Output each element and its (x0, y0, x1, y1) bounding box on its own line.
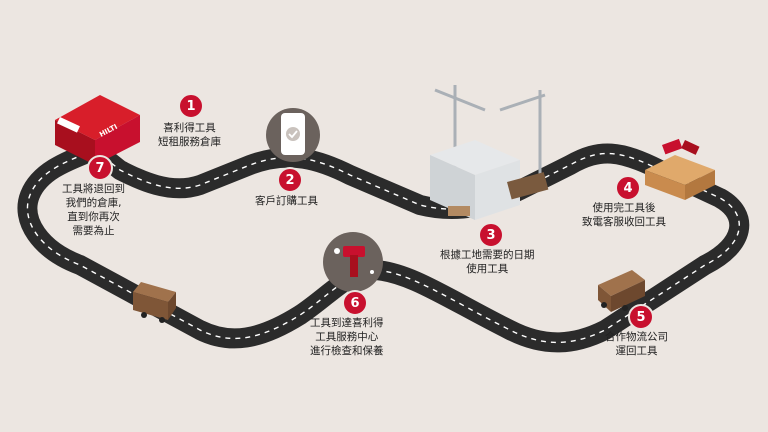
step-4-badge: 4 (615, 175, 641, 201)
step-4-line-2: 致電客服收回工具 (582, 216, 666, 228)
step-6-label: 工具到達喜利得 工具服務中心 進行檢查和保養 (310, 316, 384, 358)
construction-site-icon (430, 85, 549, 220)
road-centerline (26, 149, 740, 344)
step-3-line-2: 使用工具 (466, 263, 509, 275)
step-6-line-2: 工具服務中心 (315, 331, 379, 343)
step-4-label: 使用完工具後 致電客服收回工具 (582, 201, 666, 229)
truck-left-icon (133, 282, 176, 323)
step-6-line-3: 進行檢查和保養 (310, 345, 384, 357)
step-2-line-1: 客戶訂購工具 (255, 195, 318, 207)
step-3-badge: 3 (478, 222, 504, 248)
step-2-badge: 2 (277, 167, 303, 193)
step-5-label: 合作物流公司 運回工具 (605, 330, 668, 358)
step-3-line-1: 根據工地需要的日期 (440, 249, 535, 261)
step-7-line-2: 我們的倉庫, (65, 197, 122, 209)
step-7-line-4: 需要為止 (72, 225, 115, 237)
step-3-label: 根據工地需要的日期 使用工具 (440, 248, 535, 276)
step-7-line-3: 直到你再次 (67, 211, 120, 223)
step-6-badge: 6 (342, 290, 368, 316)
step-1-line-1: 喜利得工具 (163, 122, 216, 134)
step-5-badge: 5 (628, 304, 654, 330)
warehouse-icon: HILTI (55, 95, 140, 165)
tool-box-icon (645, 138, 715, 200)
step-1-line-2: 短租服務倉庫 (158, 136, 221, 148)
drill-icon (323, 232, 383, 292)
step-5-line-1: 合作物流公司 (605, 331, 668, 343)
step-2-label: 客戶訂購工具 (255, 194, 318, 208)
step-5-line-2: 運回工具 (615, 345, 658, 357)
step-7-label: 工具將退回到 我們的倉庫, 直到你再次 需要為止 (62, 182, 125, 238)
step-6-line-1: 工具到達喜利得 (310, 317, 384, 329)
step-7-badge: 7 (87, 155, 113, 181)
step-1-label: 喜利得工具 短租服務倉庫 (158, 121, 221, 149)
truck-right-icon (598, 270, 645, 312)
step-7-line-1: 工具將退回到 (62, 183, 125, 195)
step-1-badge: 1 (178, 93, 204, 119)
step-4-line-1: 使用完工具後 (592, 202, 656, 214)
phone-icon (266, 108, 320, 162)
